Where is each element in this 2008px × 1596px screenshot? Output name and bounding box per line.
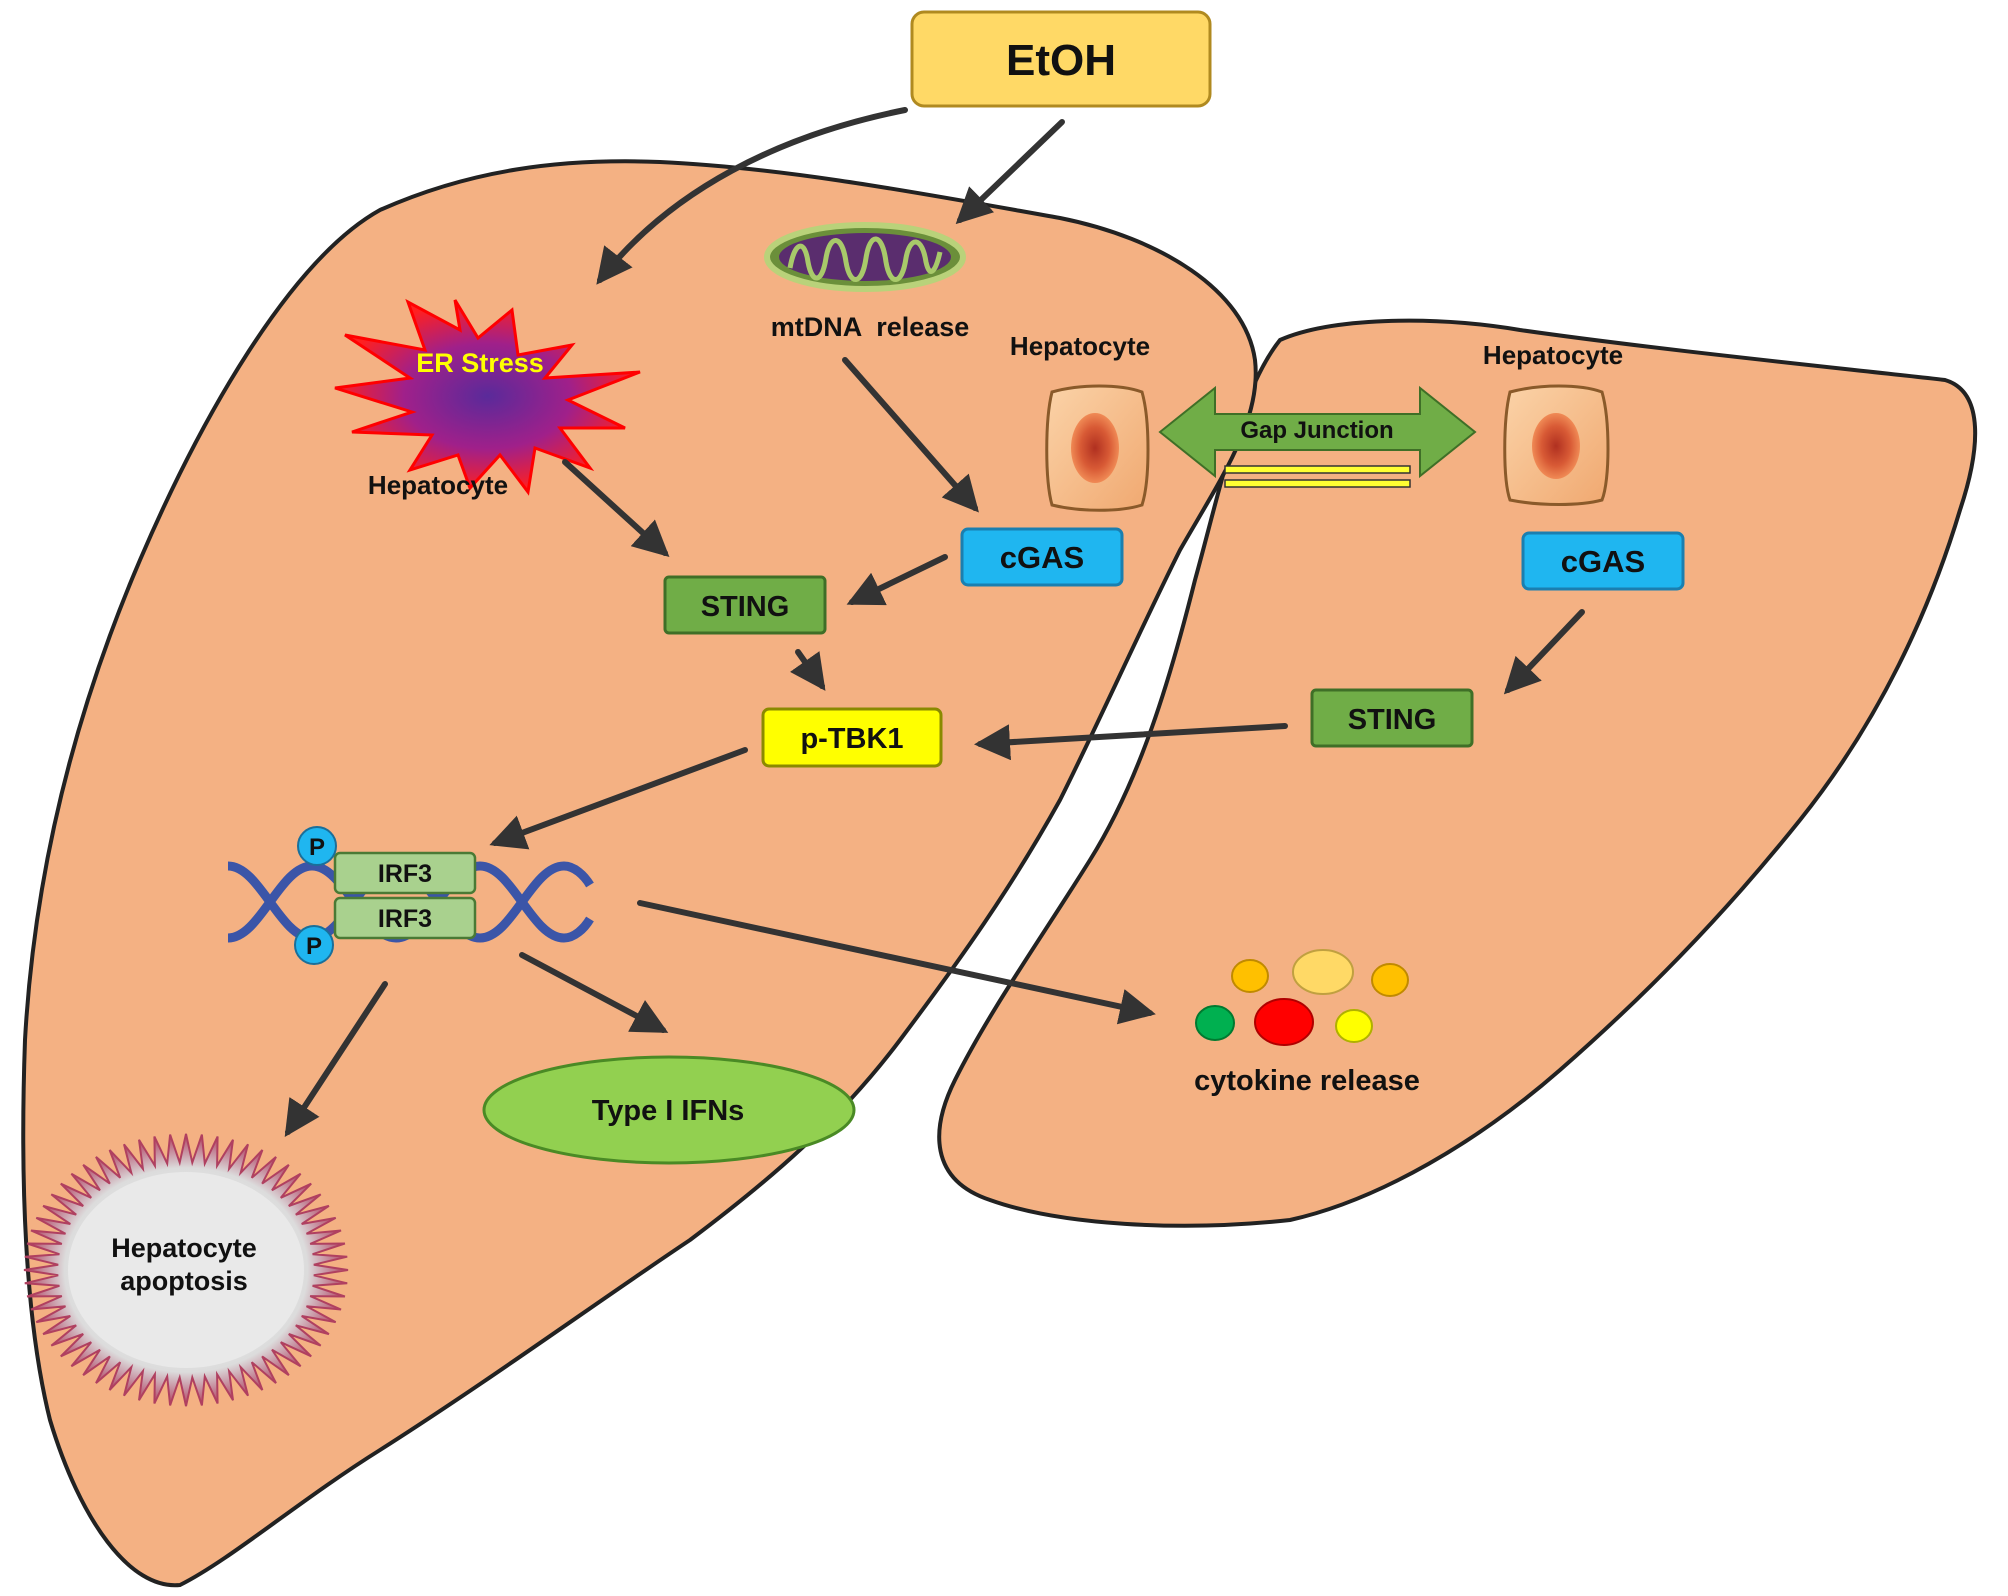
ptbk1-label: p-TBK1: [800, 723, 903, 755]
apoptosis-burst-core: [68, 1172, 304, 1368]
liver-right-lobe: [937, 318, 1978, 1228]
er-burst-icon: [334, 298, 641, 496]
hepatocyte-cell-icon: [1503, 384, 1610, 506]
arrow-mtdna-to-cgas: [842, 357, 979, 513]
cgas-left-box: [960, 527, 1124, 587]
cytokine-release-label: cytokine release: [1194, 1065, 1420, 1097]
arrow-ptbk1-to-irf3: [489, 747, 748, 850]
gap-junction-arrow: [1158, 385, 1477, 479]
ptbk1-box: [761, 707, 943, 768]
irf3-bottom-box: [333, 896, 477, 940]
hepatocyte-left-label: Hepatocyte: [368, 470, 508, 500]
phospho-top-icon: [297, 826, 337, 866]
hepatocyte-cell-icon: [1045, 384, 1150, 512]
cgas-right-label: cGAS: [1561, 544, 1645, 579]
arrow-cgas-to-sting: [846, 554, 948, 606]
cytokine-dots-icon: [1195, 949, 1409, 1046]
irf3-top-box: [333, 851, 477, 895]
cgas-right-box: [1521, 531, 1685, 591]
arrow-irf3-to-apoptosis: [284, 981, 388, 1138]
arrow-etoh-to-mitochondrion: [955, 119, 1065, 225]
hepatocyte-right-label: Hepatocyte: [1483, 340, 1623, 370]
spiky-burst-icon: [23, 1133, 349, 1407]
sting-right-box: [1310, 688, 1474, 748]
er-stress-label: ER Stress: [416, 348, 544, 378]
liver-left-lobe: [21, 159, 1258, 1588]
phospho-bottom-icon: [294, 925, 334, 965]
arrows: [284, 107, 1585, 1138]
gap-junction-bar: [1224, 479, 1411, 488]
apoptosis-label-line2: apoptosis: [120, 1266, 248, 1296]
apoptosis-label-line1: Hepatocyte: [111, 1233, 257, 1263]
irf3-bottom-label: IRF3: [378, 905, 432, 933]
hepatocyte-center-label: Hepatocyte: [1010, 331, 1150, 361]
etoh-label: EtOH: [1006, 36, 1116, 85]
mitochondrion-icon: [764, 222, 966, 292]
irf3-top-label: IRF3: [378, 860, 432, 888]
arrow-etoh-to-er-stress: [596, 107, 908, 285]
type-i-ifns-ellipse: [482, 1055, 856, 1165]
arrow-irf3-to-cytokines: [637, 900, 1156, 1025]
arrow-irf3-to-ifns: [519, 952, 669, 1033]
cgas-left-label: cGAS: [1000, 540, 1084, 575]
sting-right-label: STING: [1348, 704, 1437, 736]
type-i-ifns-label: Type I IFNs: [592, 1095, 745, 1127]
phospho-bottom-label: P: [306, 933, 322, 960]
arrow-cgas-right-to-sting-right: [1503, 609, 1585, 695]
phospho-top-label: P: [309, 834, 325, 861]
gap-junction-bar: [1224, 465, 1411, 474]
sting-left-box: [663, 575, 827, 635]
arrow-er-stress-to-sting: [562, 459, 670, 558]
gap-junction-label: Gap Junction: [1240, 417, 1393, 444]
sting-left-label: STING: [701, 591, 790, 623]
arrow-sting-to-ptbk1: [789, 649, 826, 691]
arrow-sting-right-to-ptbk1: [974, 723, 1288, 761]
mtdna-release-label: mtDNA release: [771, 312, 970, 342]
etoh-box: [910, 10, 1212, 108]
